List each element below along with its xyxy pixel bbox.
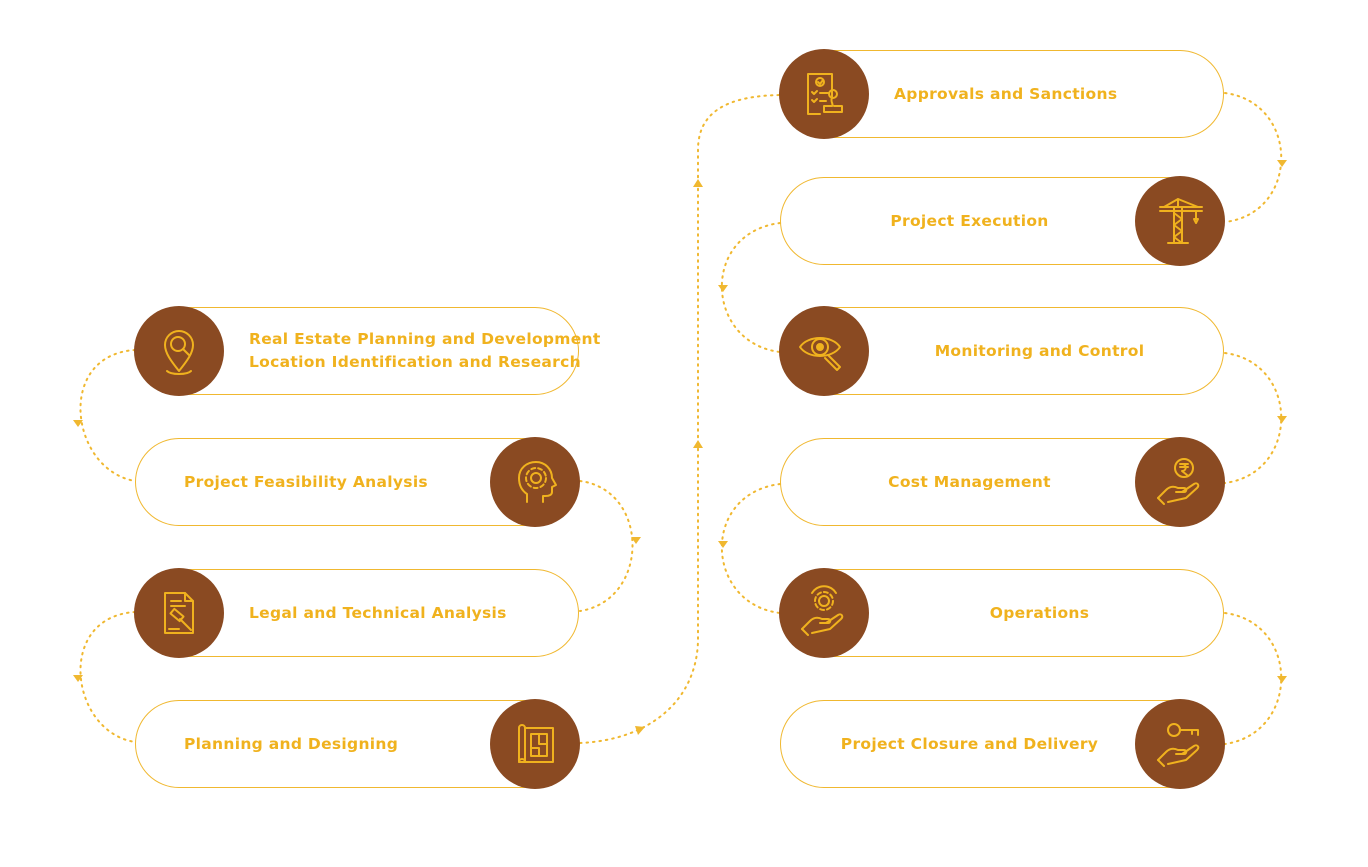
- step-4-icon-badge: [490, 699, 580, 789]
- blueprint-icon: [518, 724, 554, 763]
- connector-9-10: [1224, 612, 1283, 745]
- arrow-1: [73, 420, 83, 427]
- step-7-label: Monitoring and Control: [876, 308, 1203, 394]
- step-10-label: Project Closure and Delivery: [811, 701, 1128, 787]
- step-1-label: Real Estate Planning and Development Loc…: [249, 308, 601, 394]
- arrow-3: [73, 675, 83, 682]
- arrow-8: [718, 285, 728, 292]
- step-4-label: Planning and Designing: [184, 701, 474, 787]
- tower-crane-icon: [1159, 198, 1203, 244]
- step-feasibility-analysis: Project Feasibility Analysis: [135, 437, 580, 527]
- step-7-icon-badge: [779, 306, 869, 396]
- step-7-label-line-1: Monitoring and Control: [934, 341, 1145, 360]
- step-approvals-sanctions: Approvals and Sanctions: [779, 49, 1224, 139]
- arrow-11: [1277, 676, 1287, 683]
- head-gear-icon: [518, 461, 557, 503]
- step-4-label-line-1: Planning and Designing: [184, 734, 399, 753]
- rupee-hand-icon: [1157, 458, 1200, 505]
- step-3-label-line-1: Legal and Technical Analysis: [249, 603, 507, 622]
- step-2-icon-badge: [490, 437, 580, 527]
- connector-6-7: [720, 222, 781, 353]
- arrow-10: [718, 541, 728, 548]
- eye-magnifier-icon: [799, 337, 841, 371]
- connector-5-6: [1224, 92, 1283, 223]
- connector-3-4: [79, 611, 136, 743]
- connector-1-2: [79, 349, 136, 482]
- step-9-icon-badge: [779, 568, 869, 658]
- step-3-icon-badge: [134, 568, 224, 658]
- step-1-icon-badge: [134, 306, 224, 396]
- connector-7-8: [1224, 352, 1283, 484]
- step-6-label: Project Execution: [811, 178, 1128, 264]
- step-8-label-line-1: Cost Management: [888, 472, 1051, 491]
- step-9-label-line-1: Operations: [989, 603, 1090, 622]
- connector-8-9: [720, 483, 781, 614]
- arrow-6: [693, 179, 703, 187]
- step-10-icon-badge: [1135, 699, 1225, 789]
- step-location-research: Real Estate Planning and Development Loc…: [134, 306, 601, 396]
- gear-hand-icon: [801, 585, 844, 636]
- step-8-icon-badge: [1135, 437, 1225, 527]
- step-project-execution: Project Execution: [780, 176, 1225, 266]
- step-1-label-line-1: Real Estate Planning and Development: [249, 330, 601, 348]
- step-8-label: Cost Management: [811, 439, 1128, 525]
- arrow-4: [635, 726, 645, 735]
- step-operations: Operations: [779, 568, 1224, 658]
- arrow-2: [631, 537, 641, 544]
- connector-4-5: [579, 94, 781, 744]
- step-6-label-line-1: Project Execution: [890, 211, 1049, 230]
- arrow-9: [1277, 416, 1287, 423]
- step-5-label: Approvals and Sanctions: [894, 51, 1203, 137]
- key-hand-icon: [1157, 723, 1200, 767]
- step-cost-management: Cost Management: [780, 437, 1225, 527]
- step-6-icon-badge: [1135, 176, 1225, 266]
- step-1-label-line-2: Location Identification and Research: [249, 353, 581, 371]
- step-monitoring-control: Monitoring and Control: [779, 306, 1224, 396]
- arrow-7: [1277, 160, 1287, 167]
- step-3-label: Legal and Technical Analysis: [249, 570, 558, 656]
- arrow-5: [693, 440, 703, 448]
- step-2-label-line-1: Project Feasibility Analysis: [184, 472, 428, 491]
- step-2-label: Project Feasibility Analysis: [184, 439, 474, 525]
- step-5-label-line-1: Approvals and Sanctions: [894, 84, 1118, 103]
- step-5-icon-badge: [779, 49, 869, 139]
- step-9-label: Operations: [876, 570, 1203, 656]
- step-legal-technical: Legal and Technical Analysis: [134, 568, 579, 658]
- location-search-icon: [164, 330, 194, 375]
- step-closure-delivery: Project Closure and Delivery: [780, 699, 1225, 789]
- approval-stamp-icon: [807, 73, 843, 115]
- step-10-label-line-1: Project Closure and Delivery: [840, 734, 1099, 753]
- legal-document-gavel-icon: [164, 592, 194, 634]
- step-planning-designing: Planning and Designing: [135, 699, 580, 789]
- connector-2-3: [579, 480, 634, 612]
